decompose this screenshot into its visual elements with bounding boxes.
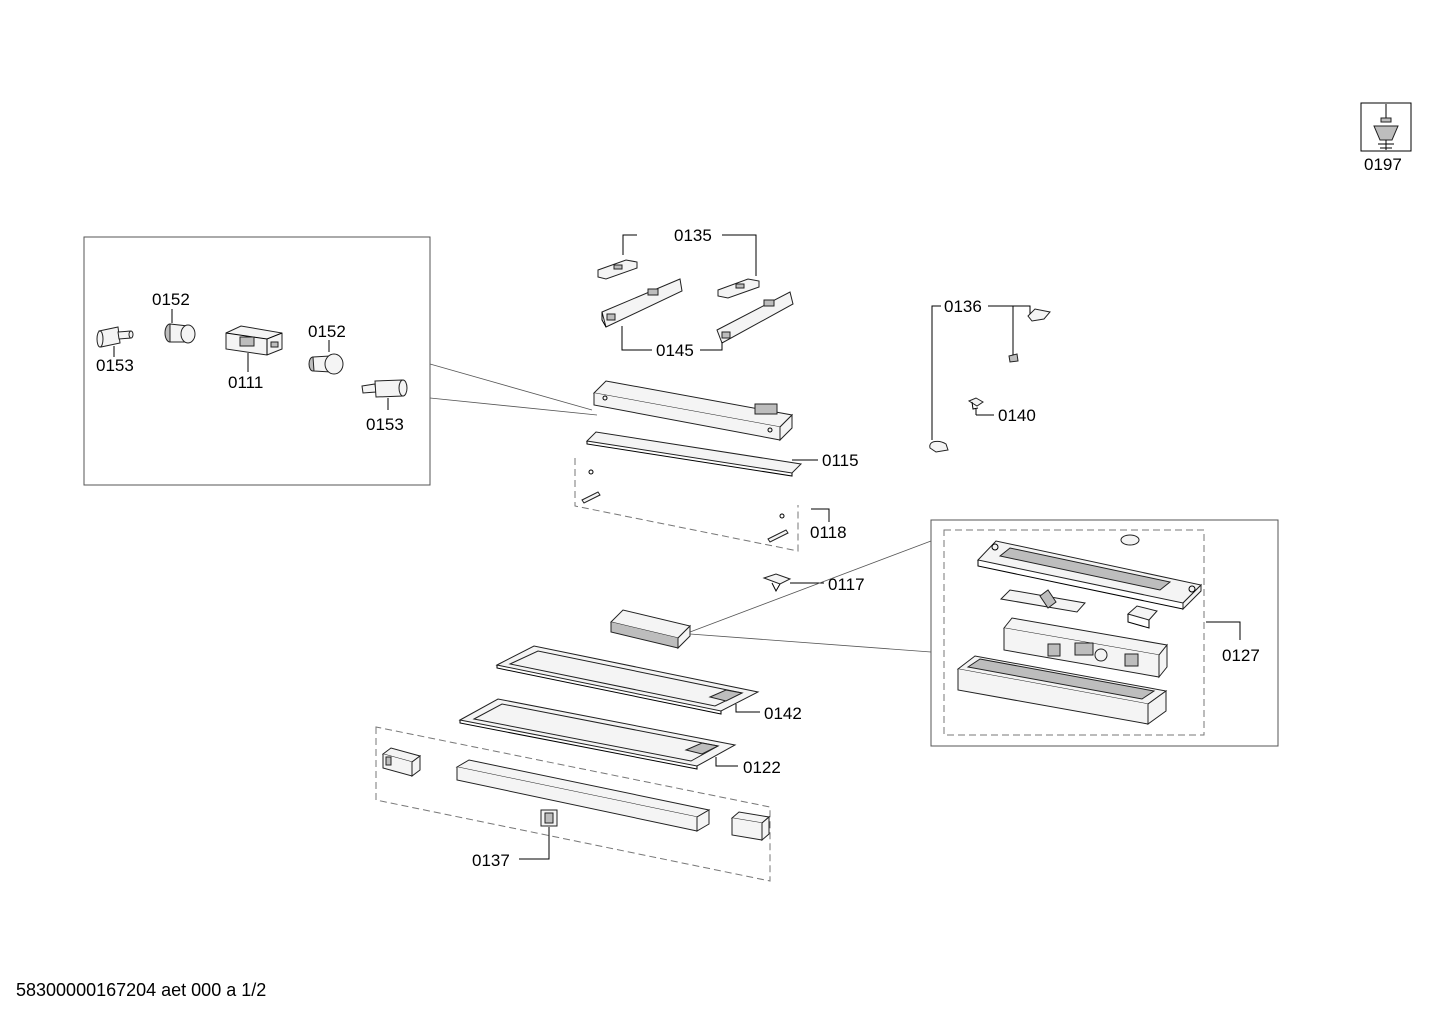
label-0122: 0122 bbox=[743, 758, 781, 777]
knob-part-0152-left bbox=[164, 323, 196, 344]
document-id: 58300000167204 aet 000 a 1/2 bbox=[16, 980, 267, 1000]
label-0117: 0117 bbox=[828, 575, 865, 594]
rail-part-0145-right bbox=[716, 291, 794, 344]
wire-part-0136 bbox=[929, 308, 1051, 453]
hinge-block-part-0111 bbox=[225, 325, 283, 356]
detail-box-hinge-parts bbox=[83, 236, 431, 486]
plate-part-0115 bbox=[585, 431, 803, 477]
module-slider-part bbox=[999, 589, 1086, 613]
label-0197: 0197 bbox=[1364, 155, 1402, 174]
label-0135: 0135 bbox=[674, 226, 712, 245]
dashed-group-0118 bbox=[574, 458, 799, 552]
label-0111: 0111 bbox=[228, 373, 263, 392]
module-switch-part bbox=[1126, 605, 1158, 629]
housing-frame-part bbox=[592, 380, 794, 442]
label-0145: 0145 bbox=[656, 341, 694, 360]
clip-part-0117 bbox=[762, 573, 792, 593]
module-cover-part bbox=[977, 534, 1203, 611]
filter-part-0142 bbox=[495, 645, 760, 715]
label-0153-left: 0153 bbox=[96, 356, 134, 375]
pin-part-0153-right bbox=[361, 379, 408, 398]
module-leader-top bbox=[689, 540, 932, 633]
rail-part-0145-left bbox=[601, 278, 683, 328]
clip-part-0118 bbox=[581, 469, 789, 543]
knob-part-0152-right bbox=[308, 353, 344, 375]
endcap-part-0137-right bbox=[730, 811, 771, 842]
dashed-group-0127 bbox=[943, 529, 1205, 736]
pin-part-0153-left bbox=[96, 326, 134, 348]
button-part-0137 bbox=[540, 809, 558, 827]
label-0136: 0136 bbox=[944, 297, 982, 316]
tool-icon-0197 bbox=[1360, 102, 1412, 152]
detail-leader-bottom bbox=[429, 397, 598, 416]
label-0137: 0137 bbox=[472, 851, 510, 870]
label-0127: 0127 bbox=[1222, 646, 1260, 665]
filter-part-0122 bbox=[458, 698, 737, 770]
module-leader-bottom bbox=[689, 633, 932, 653]
label-0142: 0142 bbox=[764, 704, 802, 723]
label-0140: 0140 bbox=[998, 406, 1036, 425]
bracket-part-0135-left bbox=[597, 259, 638, 280]
rail-part-0137 bbox=[455, 759, 711, 832]
label-0152-left: 0152 bbox=[152, 290, 190, 309]
detail-box-module bbox=[930, 519, 1279, 747]
label-0118: 0118 bbox=[810, 523, 847, 542]
detail-leader-top bbox=[429, 363, 593, 411]
module-tray-part bbox=[956, 655, 1168, 725]
label-0115: 0115 bbox=[822, 451, 859, 470]
bracket-part-0135-right bbox=[717, 278, 760, 299]
label-0153-right: 0153 bbox=[366, 415, 404, 434]
module-part-0127 bbox=[610, 609, 691, 650]
connector-part-0140 bbox=[967, 397, 984, 410]
dashed-group-0137 bbox=[375, 726, 771, 882]
label-0152-right: 0152 bbox=[308, 322, 346, 341]
endcap-part-0137-left bbox=[381, 747, 422, 777]
module-board-part bbox=[1003, 617, 1168, 679]
